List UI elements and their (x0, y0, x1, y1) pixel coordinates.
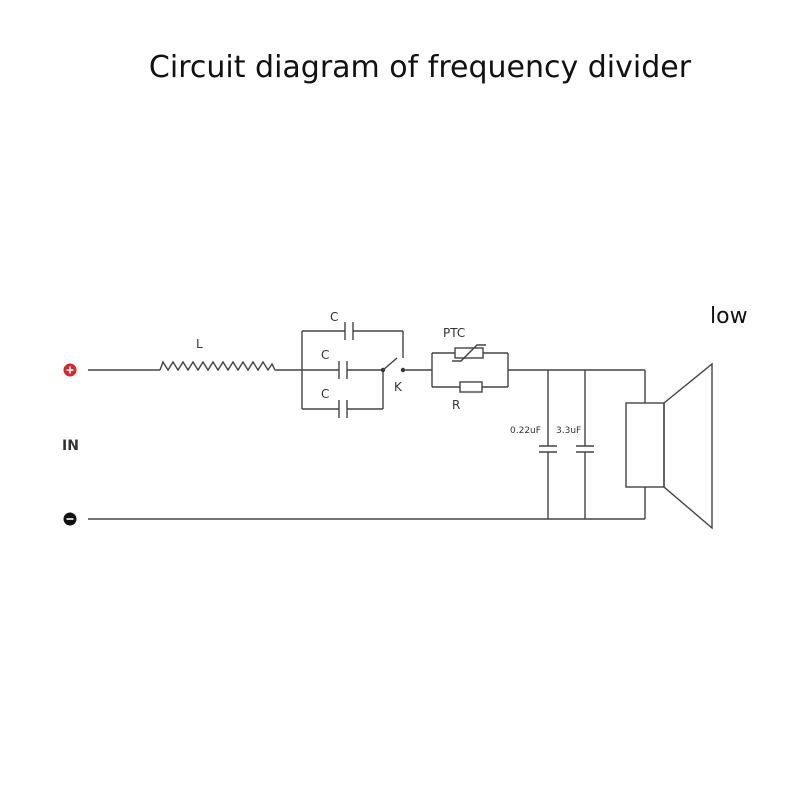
switch-label: K (394, 380, 403, 394)
ptc-thermistor (432, 344, 508, 362)
speaker-label: low (710, 304, 748, 329)
speaker-icon (625, 362, 713, 530)
capacitor-2 (302, 361, 383, 379)
inductor-label: L (196, 337, 203, 351)
resistor-r (432, 381, 508, 393)
positive-terminal (63, 363, 77, 377)
shunt-capacitor-2-label: 3.3uF (556, 426, 581, 436)
resistor-label: R (452, 398, 460, 412)
shunt-capacitor-2 (576, 370, 594, 519)
capacitor-2-label: C (321, 348, 329, 362)
negative-terminal (63, 512, 77, 526)
capacitor-3-label: C (321, 387, 329, 401)
capacitor-1-label: C (330, 310, 338, 324)
page-title: Circuit diagram of frequency divider (148, 50, 692, 85)
switch-k (380, 357, 432, 373)
shunt-capacitor-1 (539, 370, 557, 519)
shunt-capacitor-1-label: 0.22uF (510, 426, 541, 436)
input-label: IN (62, 438, 79, 454)
capacitor-3 (302, 370, 384, 418)
inductor-coil (159, 360, 276, 372)
ptc-label: PTC (443, 326, 465, 340)
capacitor-1 (302, 322, 404, 358)
